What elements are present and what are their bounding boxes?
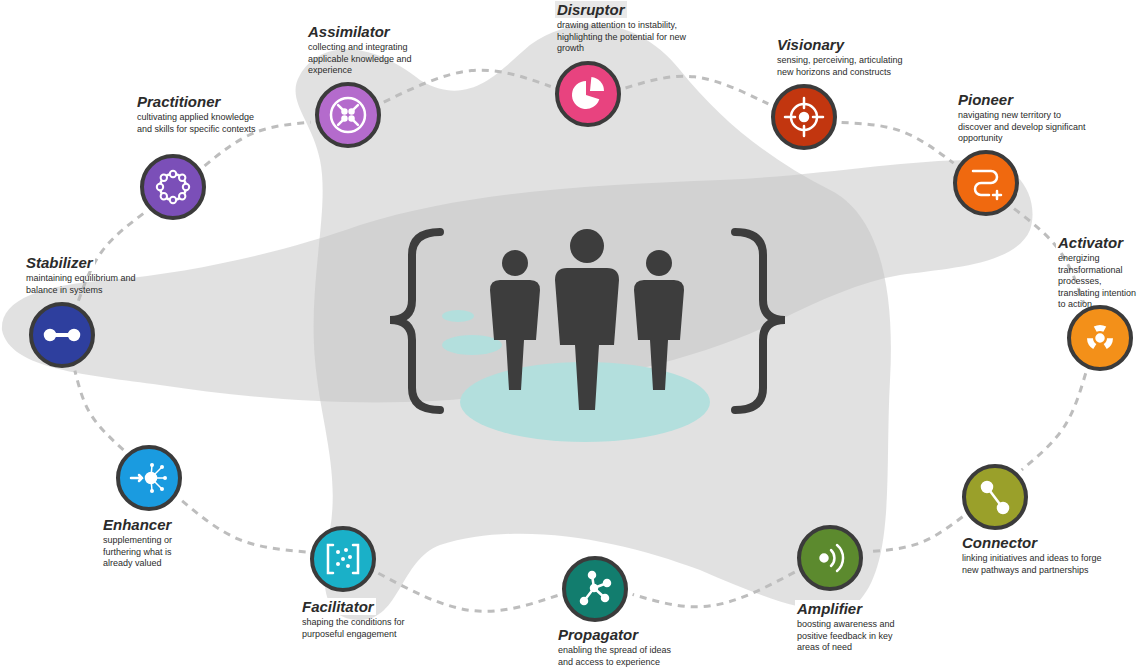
role-label: Stabilizer maintaining equilibrium and ba…	[26, 254, 136, 296]
role-label: Connector linking initiatives and ideas t…	[962, 534, 1117, 576]
role-icon	[157, 171, 189, 203]
role-icon	[973, 171, 1001, 199]
dashed-ring-link	[842, 122, 954, 163]
role-name: Pioneer	[956, 91, 1015, 108]
role-label: Facilitator shaping the conditions for pu…	[302, 598, 417, 640]
icon-svg	[771, 84, 837, 150]
dashed-ring-link	[867, 517, 962, 552]
role-icon	[581, 572, 610, 604]
role-circle: Connectorlinking initiatives and ideas t…	[962, 464, 1028, 530]
role-circle: Visionarysensing, perceiving, articulati…	[771, 84, 837, 150]
role-name: Disruptor	[555, 1, 627, 18]
role-description: sensing, perceiving, articulating new ho…	[777, 55, 907, 78]
icon-svg	[962, 464, 1028, 530]
icon-svg	[953, 150, 1019, 216]
role-description: collecting and integrating applicable kn…	[308, 42, 428, 77]
role-icon	[45, 330, 79, 340]
role-name: Practitioner	[135, 93, 222, 110]
role-name: Enhancer	[101, 516, 173, 533]
person-body	[634, 280, 684, 390]
role-circle: Activatorenergizing transformational pro…	[1067, 305, 1133, 371]
role-circle: Amplifierboosting awareness and positive…	[797, 525, 863, 591]
role-description: energizing transformational processes, t…	[1058, 253, 1139, 311]
person-body	[555, 268, 619, 410]
role-name: Propagator	[556, 626, 640, 643]
role-description: shaping the conditions for purposeful en…	[302, 617, 417, 640]
role-name: Facilitator	[300, 598, 376, 615]
floor-spot	[442, 335, 502, 355]
icon-svg	[1067, 305, 1133, 371]
role-icon	[1087, 325, 1113, 349]
role-label: Pioneer navigating new territory to disco…	[958, 91, 1086, 145]
role-name: Amplifier	[795, 600, 864, 617]
grey-blob	[296, 24, 891, 620]
role-label: Assimilator collecting and integrating ap…	[308, 23, 428, 77]
role-circle: Facilitatorshaping the conditions for pu…	[310, 526, 376, 592]
icon-svg	[315, 82, 381, 148]
icon-svg	[797, 525, 863, 591]
brace	[735, 232, 785, 410]
dashed-ring-link	[633, 572, 795, 607]
role-description: boosting awareness and positive feedback…	[797, 619, 912, 654]
icon-svg	[140, 154, 206, 220]
role-description: linking initiatives and ideas to forge n…	[962, 553, 1117, 576]
dashed-ring-link	[1022, 373, 1086, 470]
role-description: navigating new territory to discover and…	[958, 110, 1086, 145]
dashed-ring-link	[180, 499, 305, 551]
role-icon	[785, 98, 823, 136]
role-icon	[821, 545, 844, 571]
person-head	[646, 250, 672, 276]
dashed-ring-link	[626, 76, 769, 104]
role-description: maintaining equilibrium and balance in s…	[26, 273, 136, 296]
role-label: Enhancer supplementing or furthering what…	[103, 516, 188, 570]
icon-svg	[310, 526, 376, 592]
role-icon	[982, 482, 1008, 513]
role-circle: Enhancersupplementing or furthering what…	[116, 445, 182, 511]
role-name: Activator	[1056, 234, 1125, 251]
role-description: cultivating applied knowledge and skills…	[137, 112, 257, 135]
role-description: enabling the spread of ideas and access …	[558, 645, 688, 668]
icon-svg	[562, 556, 628, 622]
role-icon	[572, 77, 604, 109]
role-circle: Pioneernavigating new territory to disco…	[953, 150, 1019, 216]
role-circle: Assimilatorcollecting and integrating ap…	[315, 82, 381, 148]
role-icon	[328, 545, 358, 573]
role-circle: Stabilizermaintaining equilibrium and ba…	[29, 302, 95, 368]
person-head	[502, 250, 528, 276]
role-name: Assimilator	[306, 23, 392, 40]
role-circle: Practitionercultivating applied knowledg…	[140, 154, 206, 220]
role-label: Activator energizing transformational pro…	[1058, 234, 1139, 311]
role-circle: Propagatorenabling the spread of ideas a…	[562, 556, 628, 622]
role-name: Visionary	[775, 36, 846, 53]
dashed-ring-link	[384, 70, 551, 102]
icon-svg	[116, 445, 182, 511]
role-label: Visionary sensing, perceiving, articulati…	[777, 36, 907, 78]
icon-svg	[29, 302, 95, 368]
icon-svg	[555, 61, 621, 127]
role-label: Propagator enabling the spread of ideas a…	[558, 626, 688, 668]
role-label: Amplifier boosting awareness and positive…	[797, 600, 912, 654]
person-body	[490, 280, 540, 390]
role-label: Practitioner cultivating applied knowledg…	[137, 93, 257, 135]
dashed-ring-link	[378, 573, 557, 611]
role-name: Stabilizer	[24, 254, 95, 271]
dashed-ring-link	[75, 371, 123, 450]
role-description: supplementing or furthering what is alre…	[103, 535, 188, 570]
people-figure	[390, 229, 785, 442]
role-icon	[131, 463, 167, 493]
role-label: Disruptor drawing attention to instabilit…	[557, 1, 692, 55]
role-circle: Disruptordrawing attention to instabilit…	[555, 61, 621, 127]
brace	[390, 232, 440, 410]
role-icon	[331, 98, 365, 132]
person-head	[570, 229, 604, 263]
role-description: drawing attention to instability, highli…	[557, 20, 692, 55]
role-name: Connector	[960, 534, 1039, 551]
floor-spot	[442, 310, 474, 322]
